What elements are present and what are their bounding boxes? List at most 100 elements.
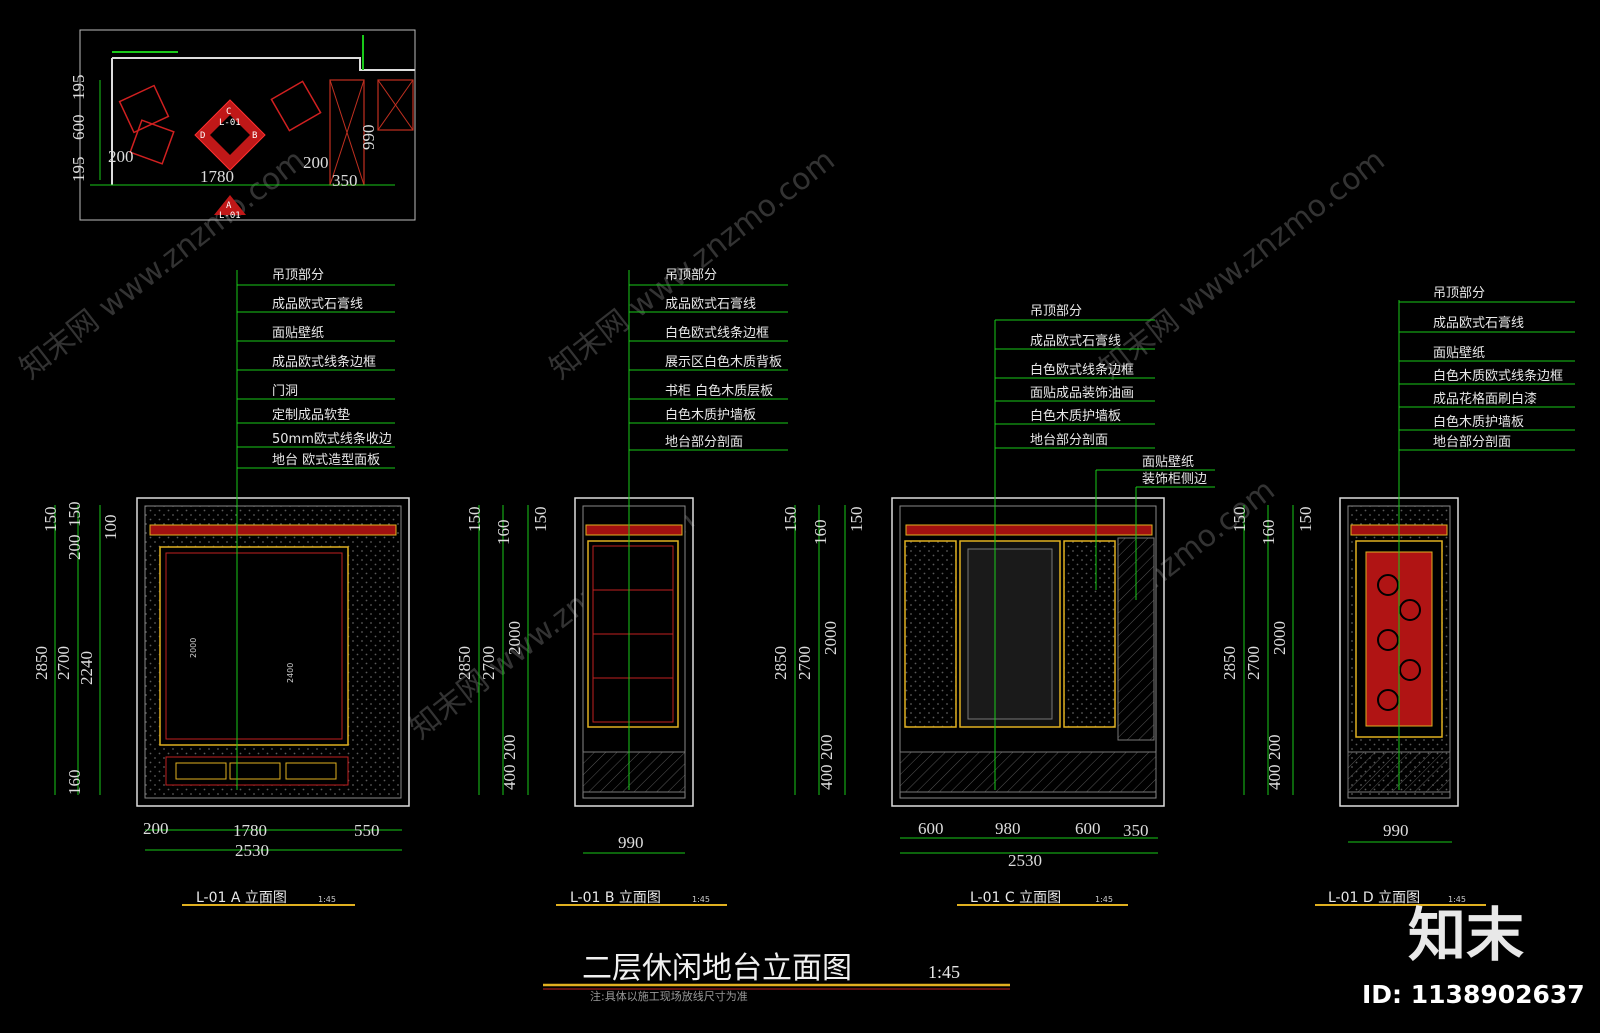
label-b: 展示区白色木质背板 [665,354,782,370]
dim-v: 200 [817,735,836,761]
label-a: 吊顶部分 [272,268,324,283]
dim-h: 990 [618,833,644,852]
dim-h: 990 [1383,821,1409,840]
floor-plan: 200 1780 200 350 195 600 195 990 C L-01 … [69,29,416,221]
dim-h: 980 [995,819,1021,838]
label-d: 白色木质欧式线条边框 [1433,368,1563,384]
dim-h: 550 [354,821,380,840]
label-b: 成品欧式石膏线 [665,296,756,312]
watermark-text: 知末网 www.znzmo.com [13,143,311,387]
watermark-text: 知末网 www.znzmo.com [1093,143,1391,387]
plan-marker: B [252,131,257,141]
dim-h: 2530 [1008,851,1042,870]
caption-scale-b: 1:45 [692,895,710,904]
label-c: 吊顶部分 [1030,304,1082,319]
label-b: 地台部分剖面 [665,435,743,450]
brand-id: ID: 1138902637 [1362,980,1585,1009]
dim-v: 150 [847,507,866,533]
dim-h: 1780 [233,821,267,840]
dim-v: 150 [781,507,800,533]
dim-v: 160 [1259,520,1278,546]
dim-v: 2700 [795,646,814,680]
elevation-a: 2000 2400 吊顶部分 成品欧式石膏线 面贴壁纸 成品欧式线条边框 门洞 … [32,268,410,906]
label-a: 地台 欧式造型面板 [272,453,380,468]
dim-v: 150 [65,502,84,528]
label-b: 书柜 白色木质层板 [665,383,773,399]
dim-v: 160 [65,770,84,796]
elevation-d: 吊顶部分 成品欧式石膏线 面贴壁纸 白色木质欧式线条边框 成品花格面刷白漆 白色… [1220,286,1575,906]
dim-v: 2000 [1270,621,1289,655]
dim-h: 600 [918,819,944,838]
caption-b: L-01 B 立面图 [570,890,661,906]
dim-v: 150 [1230,507,1249,533]
dim-v: 200 [500,735,519,761]
label-c: 成品欧式石膏线 [1030,333,1121,349]
drawing-title-scale: 1:45 [928,962,960,982]
inner-dim: 2400 [286,663,295,683]
dim-v: 200 [1265,735,1284,761]
dim-v: 2000 [821,621,840,655]
plan-marker: L-01 [219,118,241,128]
label-c: 装饰柜侧边 [1142,472,1207,487]
plan-marker: L-01 [219,211,241,221]
drawing-note: 注:具体以施工现场放线尺寸为准 [590,989,748,1003]
label-d: 成品花格面刷白漆 [1433,391,1537,407]
plan-dim-h: 200 [303,153,329,172]
label-a: 面贴壁纸 [272,326,324,341]
label-d: 地台部分剖面 [1433,435,1511,450]
plan-dim-h: 200 [108,147,134,166]
label-a: 定制成品软垫 [272,407,350,423]
plan-dim-h: 350 [332,171,358,190]
plan-dim-v: 195 [69,75,88,101]
label-c: 面贴成品装饰油画 [1030,386,1134,401]
label-b: 白色木质护墙板 [665,407,756,423]
dim-v: 2850 [771,646,790,680]
inner-dim: 2000 [189,638,198,658]
dim-v: 2000 [505,621,524,655]
plan-dim-990: 990 [359,125,378,151]
plan-dim-v: 195 [69,157,88,183]
dim-v: 2850 [32,646,51,680]
label-a: 成品欧式线条边框 [272,354,376,370]
dim-h: 200 [143,819,169,838]
plan-marker: D [200,131,205,141]
label-d: 白色木质护墙板 [1433,414,1524,430]
dim-v: 150 [41,507,60,533]
dim-v: 150 [465,507,484,533]
caption-a: L-01 A 立面图 [196,890,287,906]
dim-v: 400 [1265,765,1284,791]
label-c: 地台部分剖面 [1030,433,1108,448]
dim-v: 2700 [1244,646,1263,680]
label-c: 白色欧式线条边框 [1030,362,1134,378]
dim-v: 100 [101,515,120,541]
dim-v: 160 [494,520,513,546]
label-d: 面贴壁纸 [1433,346,1485,361]
dim-h: 2530 [235,841,269,860]
dim-v: 400 [817,765,836,791]
watermark-text: 知末网 www.znzmo.com [543,143,841,387]
label-c: 白色木质护墙板 [1030,408,1121,424]
dim-v: 200 [65,535,84,561]
brand-logo: 知末 [1408,901,1524,969]
dim-v: 2850 [455,646,474,680]
plan-dim-h: 1780 [200,167,234,186]
dim-v: 2700 [479,646,498,680]
drawing-title-text: 二层休闲地台立面图 [582,951,852,986]
label-a: 50mm欧式线条收边 [272,431,392,447]
label-d: 成品欧式石膏线 [1433,315,1524,331]
plan-marker: A [226,201,232,211]
brand-block: 知末 ID: 1138902637 [1362,901,1585,1009]
label-a: 成品欧式石膏线 [272,296,363,312]
elevation-c: 吊顶部分 成品欧式石膏线 白色欧式线条边框 面贴成品装饰油画 白色木质护墙板 地… [771,304,1215,906]
dim-v: 150 [531,507,550,533]
plan-marker: C [226,107,231,117]
dim-v: 150 [1296,507,1315,533]
elevation-b: 吊顶部分 成品欧式石膏线 白色欧式线条边框 展示区白色木质背板 书柜 白色木质层… [455,268,788,906]
label-b: 白色欧式线条边框 [665,325,769,341]
plan-dim-v: 600 [69,115,88,141]
dim-v: 160 [811,520,830,546]
caption-c: L-01 C 立面图 [970,890,1061,906]
dim-h: 350 [1123,821,1149,840]
dim-v: 400 [500,765,519,791]
dim-h: 600 [1075,819,1101,838]
